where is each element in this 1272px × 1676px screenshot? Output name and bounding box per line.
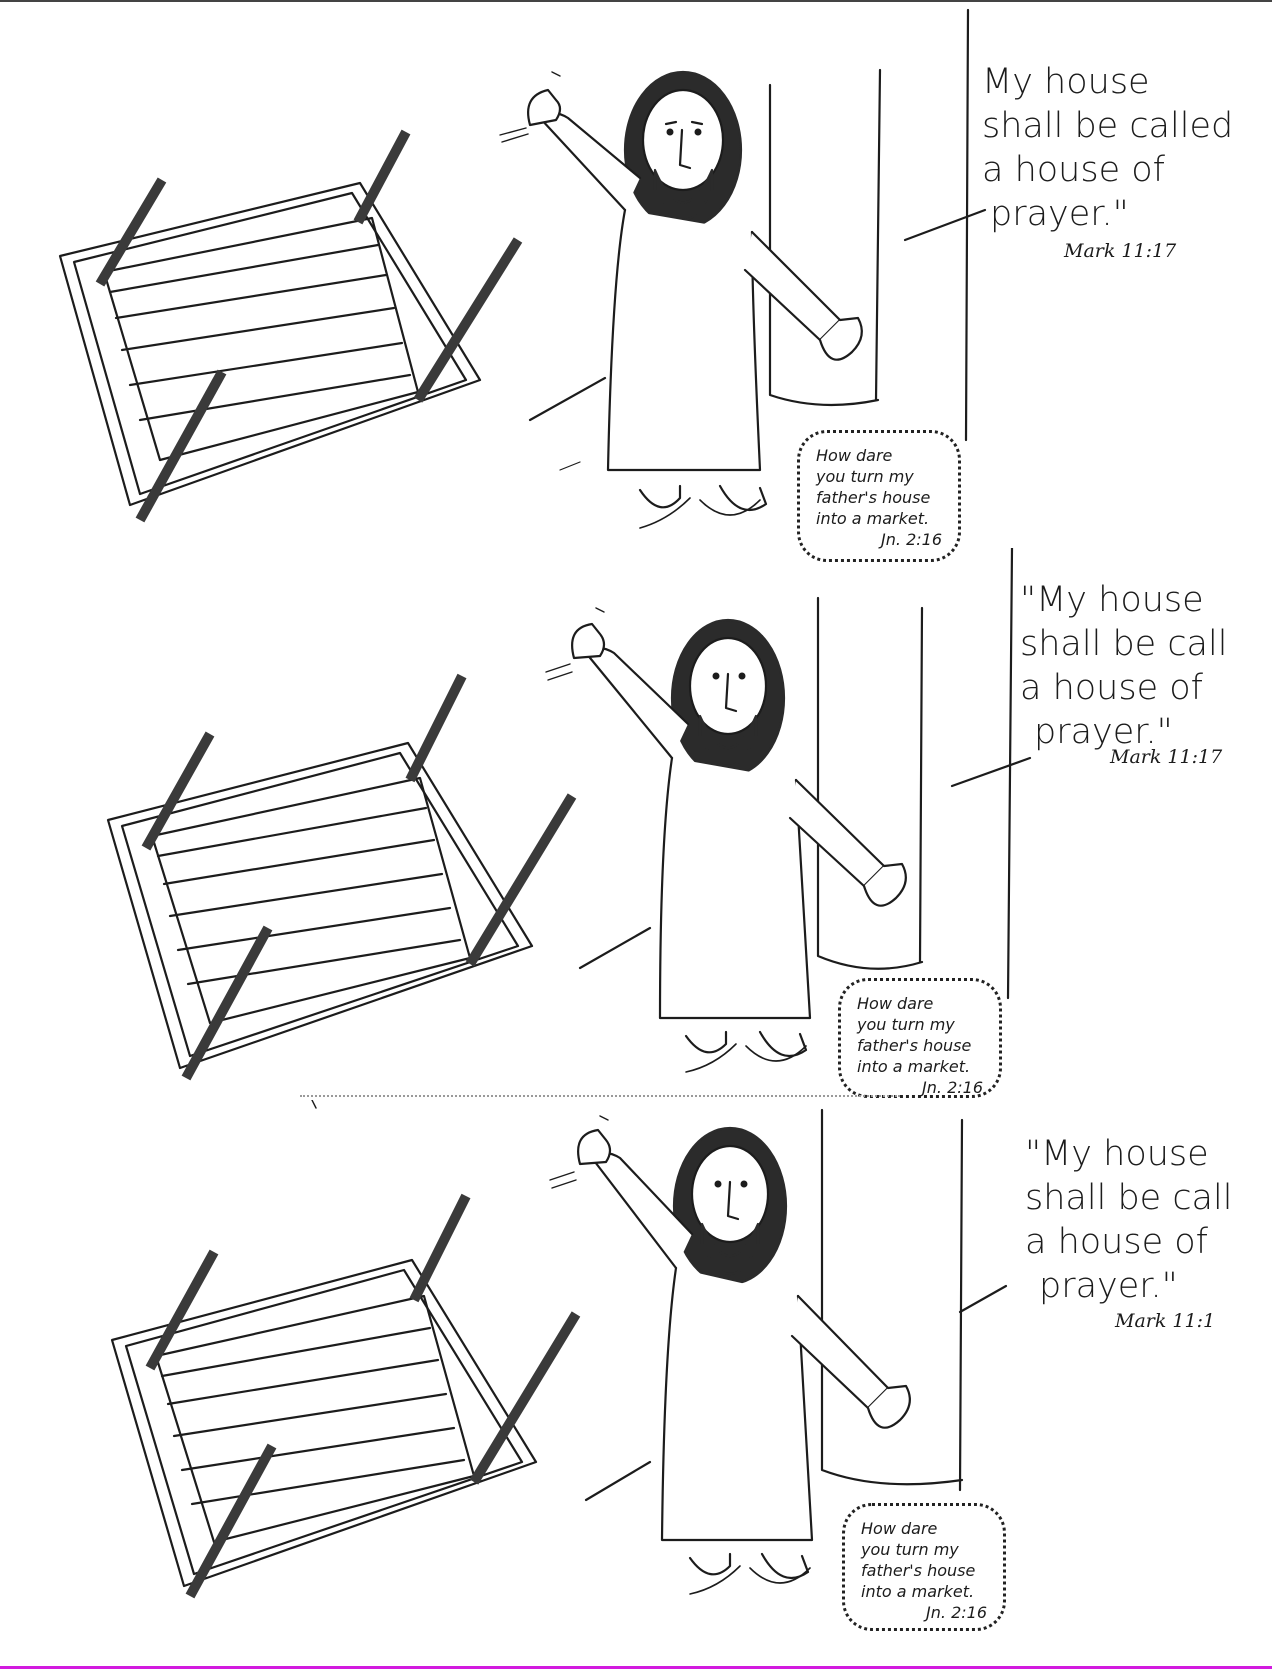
quote-line: prayer." [1034, 712, 1173, 752]
quote-3: "My house shall be call a house of praye… [1025, 1132, 1232, 1308]
top-border [0, 0, 1272, 2]
jesus-figure [499, 70, 863, 529]
bottom-border [0, 1666, 1272, 1669]
quote-line: a house of [1025, 1222, 1208, 1262]
panel-separator [300, 1095, 900, 1097]
overturned-table [106, 673, 577, 1081]
bubble-line: father's house [816, 488, 931, 507]
bubble-line: How dare [861, 1519, 938, 1538]
speech-bubble: How dare you turn my father's house into… [797, 430, 961, 562]
speech-bubble: How dare you turn my father's house into… [842, 1503, 1006, 1631]
panel-2-drawing [106, 548, 1032, 1081]
bubble-line: into a market. [861, 1582, 975, 1601]
pillar [768, 8, 987, 442]
bubble-line: father's house [857, 1036, 972, 1055]
quote-line: shall be call [1025, 1178, 1233, 1218]
jesus-figure [545, 607, 907, 1073]
quote-2: "My house shall be call a house of praye… [1020, 578, 1227, 754]
bubble-line: you turn my [861, 1540, 959, 1559]
bubble-reference: Jn. 2:16 [881, 530, 942, 549]
panel-3-drawing [110, 1100, 1008, 1599]
bubble-line: you turn my [816, 467, 914, 486]
pillar [820, 1108, 1008, 1492]
speech-bubble: How dare you turn my father's house into… [838, 978, 1002, 1098]
quote-1: My house shall be called a house of pray… [982, 60, 1233, 236]
quote-reference: Mark 11:17 [1064, 240, 1177, 262]
panel-1: My house shall be called a house of pray… [0, 0, 1272, 562]
bubble-line: How dare [857, 994, 934, 1013]
panel-3: "My house shall be call a house of praye… [0, 1100, 1272, 1645]
quote-line: a house of [982, 150, 1165, 190]
bubble-reference: Jn. 2:16 [926, 1603, 987, 1622]
overturned-table [110, 1193, 581, 1599]
bubble-line: How dare [816, 446, 893, 465]
quote-line: My house [982, 62, 1150, 102]
bubble-line: you turn my [857, 1015, 955, 1034]
bubble-line: father's house [861, 1561, 976, 1580]
overturned-table [58, 129, 523, 523]
quote-line: prayer." [1039, 1266, 1178, 1306]
pillar [816, 548, 1032, 1000]
bubble-reference: Jn. 2:16 [922, 1078, 983, 1097]
quote-line: prayer." [990, 194, 1129, 234]
panel-2: "My house shall be call a house of praye… [0, 548, 1272, 1098]
jesus-figure [549, 1115, 911, 1595]
quote-line: "My house [1025, 1134, 1209, 1174]
bubble-line: into a market. [816, 509, 930, 528]
bubble-line: into a market. [857, 1057, 971, 1076]
quote-line: a house of [1020, 668, 1203, 708]
quote-reference: Mark 11:17 [1110, 746, 1223, 768]
panel-1-drawing [58, 8, 987, 529]
quote-line: shall be call [1020, 624, 1228, 664]
quote-line: shall be called [982, 106, 1234, 146]
quote-line: "My house [1020, 580, 1204, 620]
quote-reference: Mark 11:1 [1115, 1310, 1216, 1332]
